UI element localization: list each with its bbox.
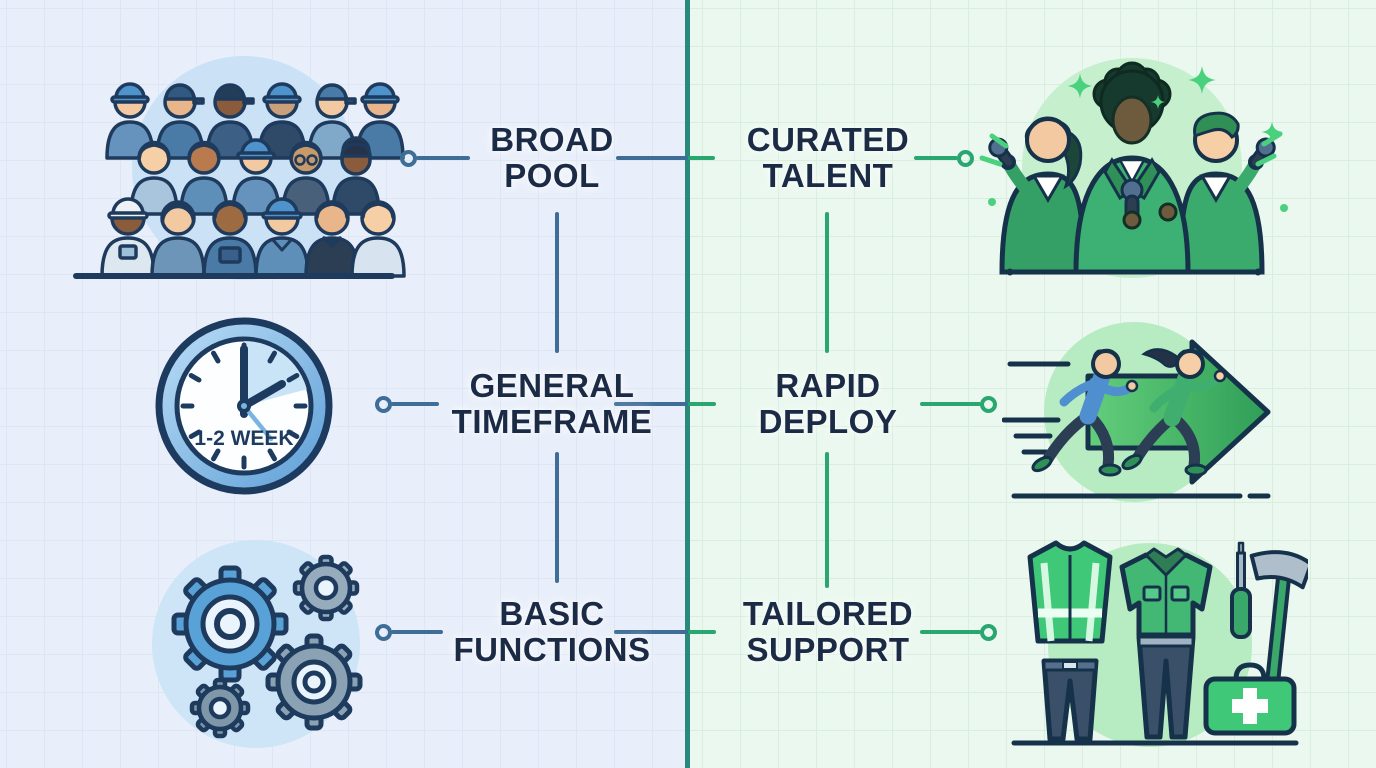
row3-right-ring [980, 624, 997, 641]
label-line-1: BROAD [490, 121, 614, 158]
label-line-1: BASIC [499, 595, 605, 632]
center-divider-line [685, 0, 690, 768]
left-vertical-connector-2 [555, 452, 559, 583]
equipment-icon [1011, 540, 1308, 747]
right-vertical-connector-2 [825, 452, 829, 588]
label-line-2: DEPLOY [758, 403, 898, 440]
right-vertical-connector-1 [825, 212, 829, 353]
row1-left-line [416, 156, 470, 160]
row3-left-line [391, 630, 443, 634]
clock-icon: 1-2 WEEK [155, 317, 333, 495]
row2-cross-line-green [688, 402, 716, 406]
row2-left-ring [375, 396, 392, 413]
row2-cross-line-blue [614, 402, 688, 406]
label-curated-talent: CURATED TALENT [678, 122, 978, 194]
workers-crowd-icon [73, 56, 406, 280]
label-line-1: GENERAL [469, 367, 635, 404]
row1-cross-line-green [688, 156, 715, 160]
row3-right-line [920, 630, 981, 634]
label-general-timeframe: GENERAL TIMEFRAME [402, 368, 702, 440]
label-line-2: FUNCTIONS [453, 631, 651, 668]
row1-cross-line-blue [616, 156, 688, 160]
row2-right-ring [980, 396, 997, 413]
gears-icon [152, 540, 363, 748]
label-line-1: RAPID [775, 367, 881, 404]
row3-cross-line-blue [614, 630, 688, 634]
label-line-2: TALENT [762, 157, 894, 194]
row2-left-line [391, 402, 439, 406]
label-line-1: TAILORED [742, 595, 914, 632]
label-line-1: CURATED [746, 121, 910, 158]
row1-right-line [914, 156, 958, 160]
row1-right-ring [957, 150, 974, 167]
row3-cross-line-green [688, 630, 716, 634]
label-tailored-support: TAILORED SUPPORT [678, 596, 978, 668]
row3-left-ring [375, 624, 392, 641]
label-line-2: TIMEFRAME [451, 403, 653, 440]
label-rapid-deploy: RAPID DEPLOY [678, 368, 978, 440]
presenters-icon [979, 58, 1288, 278]
left-vertical-connector-1 [555, 212, 559, 353]
clock-duration-label: 1-2 WEEK [194, 427, 293, 450]
label-line-2: SUPPORT [746, 631, 910, 668]
label-basic-functions: BASIC FUNCTIONS [402, 596, 702, 668]
runners-arrow-icon [1002, 322, 1271, 502]
label-line-2: POOL [504, 157, 600, 194]
label-broad-pool: BROAD POOL [402, 122, 702, 194]
row1-left-ring [400, 150, 417, 167]
row2-right-line [920, 402, 981, 406]
